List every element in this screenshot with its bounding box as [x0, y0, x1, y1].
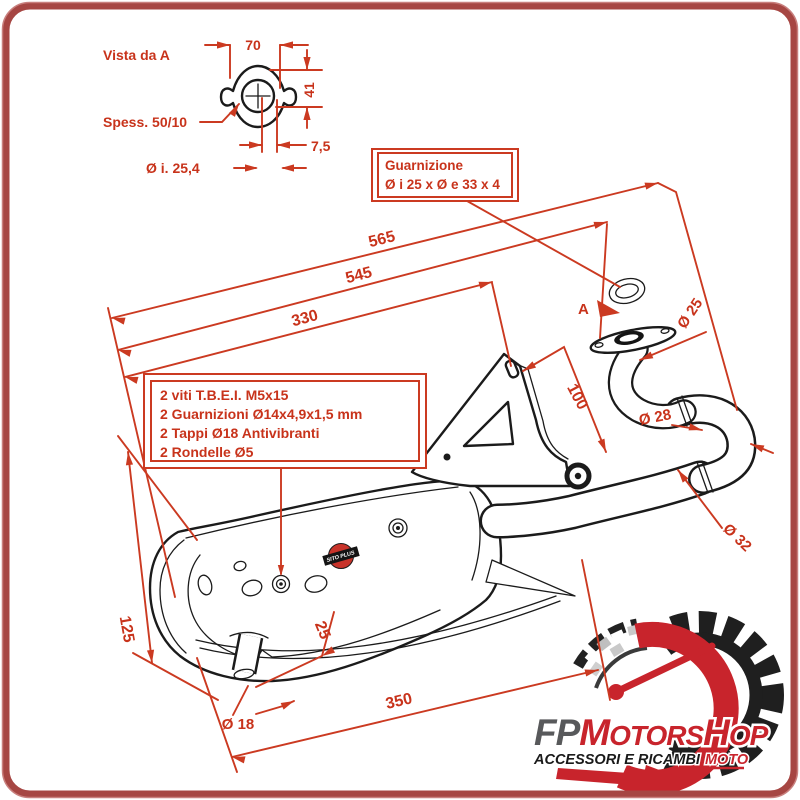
dia-18-label: Ø 18: [222, 716, 255, 733]
logo-tagline-text: ACCESSORI E RICAMBI: [533, 752, 701, 768]
thickness-label: Spess. 50/10: [103, 114, 187, 130]
parts-note-line2: 2 Guarnizioni Ø14x4,9x1,5 mm: [160, 406, 362, 422]
flange-section-view: [219, 64, 298, 129]
header-pipe: [479, 336, 757, 539]
logo-fp: FP: [534, 712, 581, 753]
rubber-grommet: [564, 462, 592, 490]
muffler-tail: [485, 559, 576, 597]
section-marker-label: A: [578, 301, 589, 318]
logo-arrow-icon: [556, 765, 694, 796]
logo-h: H: [703, 712, 731, 753]
dim-565-label: 565: [367, 228, 397, 251]
sito-plus-badge: SITO PLUS: [322, 543, 360, 569]
muffler-body: [148, 479, 503, 683]
parts-note-box: 2 viti T.B.E.I. M5x15 2 Guarnizioni Ø14x…: [143, 373, 427, 469]
dim-70-label: 70: [245, 37, 261, 53]
logo-m: M: [579, 712, 611, 753]
dim-41-label: 41: [301, 82, 317, 98]
bracket-hole: [443, 453, 451, 461]
dim-330-label: 330: [290, 307, 320, 330]
section-arrow-icon: [597, 300, 620, 317]
logo-otors: OTORS: [609, 720, 704, 751]
inner-diameter-label: Ø i. 25,4: [146, 160, 200, 176]
shield-holes: [197, 560, 328, 597]
view-title: Vista da A: [103, 47, 170, 63]
speedometer-face: [505, 615, 685, 785]
dim-100-label: 100: [563, 381, 591, 413]
logo-tagline-accent: MOTO: [705, 752, 749, 768]
gasket-note-line1: Guarnizione: [385, 158, 463, 173]
logo-op: OP: [729, 720, 769, 751]
dim-545-label: 545: [344, 264, 374, 287]
end-cap-inner: [469, 491, 481, 581]
exhaust-flange: [589, 326, 677, 354]
parts-note-line4: 2 Rondelle Ø5: [160, 444, 254, 460]
body-top-seam: [185, 486, 459, 539]
dia-25-label: Ø 25: [674, 295, 706, 331]
dia-28-label: Ø 28: [638, 406, 673, 429]
bracket-slot: [504, 359, 520, 379]
logo-wordmark: FPMOTORSHOP: [534, 712, 769, 753]
dimension-arrowheads: [112, 41, 765, 764]
left-cap-inner: [159, 539, 187, 654]
outlet-stub: [229, 631, 269, 680]
pipe-joint-rings: [676, 395, 714, 494]
rivet-fastener-2: [388, 518, 408, 538]
dim-350-label: 350: [384, 690, 414, 713]
speedometer-needle-icon: [608, 642, 716, 700]
dim-25-label: 25: [311, 619, 333, 642]
gasket-note-line2: Ø i 25 x Ø e 33 x 4: [385, 177, 500, 192]
dia-32-label: Ø 32: [720, 520, 755, 555]
dim-125-label: 125: [116, 615, 137, 644]
gasket-note-box: Guarnizione Ø i 25 x Ø e 33 x 4: [371, 148, 519, 202]
parts-note-line3: 2 Tappi Ø18 Antivibranti: [160, 425, 319, 441]
mounting-bracket: [410, 352, 572, 488]
dim-7-5-label: 7,5: [311, 138, 331, 154]
gasket-ring: [608, 277, 646, 305]
muffler-assembly: SITO PLUS: [148, 64, 757, 683]
parts-note-line1: 2 viti T.B.E.I. M5x15: [160, 387, 289, 403]
